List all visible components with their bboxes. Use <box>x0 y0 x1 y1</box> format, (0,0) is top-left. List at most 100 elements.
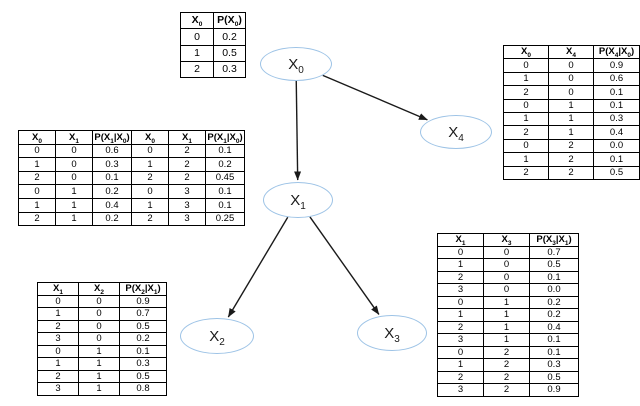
cell: 1 <box>55 184 93 199</box>
cell: 0.4 <box>92 197 132 213</box>
cell: 0.1 <box>593 98 640 113</box>
cell: 0 <box>483 245 530 259</box>
cell: 2 <box>37 369 79 383</box>
cell: 2 <box>548 152 594 167</box>
cell: 2 <box>18 211 56 227</box>
cell: 3 <box>168 197 206 213</box>
cell: 0 <box>78 294 120 308</box>
cell: 0 <box>131 184 169 199</box>
cell: 0.1 <box>119 344 167 358</box>
cell: 1 <box>483 333 530 347</box>
cell: 1 <box>37 357 79 371</box>
cell: 2 <box>180 60 214 79</box>
cell: 0.2 <box>119 332 167 346</box>
edge-X0-X4 <box>322 74 428 121</box>
cell: 0 <box>55 170 93 186</box>
cell: 0 <box>37 294 79 308</box>
cell: 0.5 <box>119 369 167 383</box>
node-x4-label: X4 <box>448 123 464 144</box>
cell: 0 <box>548 71 594 87</box>
cell: 0.4 <box>593 125 640 140</box>
col-header: X0 <box>131 130 169 145</box>
cell: 0.6 <box>92 143 132 159</box>
cell: 3 <box>437 333 484 347</box>
cell: 0.9 <box>119 294 167 308</box>
cell: 1 <box>503 71 549 87</box>
cell: 1 <box>18 197 56 213</box>
cell: 0 <box>437 245 484 259</box>
cell: 0 <box>55 157 93 172</box>
cell: 2 <box>503 165 549 180</box>
col-header: P(X1|X0) <box>205 130 245 145</box>
cell: 1 <box>78 357 120 371</box>
cell: 0.1 <box>593 152 640 167</box>
cell: 1 <box>37 307 79 321</box>
cell: 1 <box>548 111 594 127</box>
node-x2: X2 <box>180 318 254 354</box>
cell: 0.9 <box>593 58 640 73</box>
col-header: P(X3|X1) <box>529 233 579 247</box>
cell: 1 <box>78 344 120 358</box>
node-x3: X3 <box>357 315 427 351</box>
cell: 0 <box>503 58 549 73</box>
cell: 0.7 <box>119 307 167 321</box>
col-header: P(X0) <box>213 11 246 30</box>
cell: 0.3 <box>593 111 640 127</box>
cell: 2 <box>131 170 169 186</box>
node-x1-label: X1 <box>290 191 306 212</box>
cell: 2 <box>548 138 594 154</box>
cell: 0.2 <box>529 295 579 309</box>
cell: 0.5 <box>529 258 579 272</box>
cell: 0 <box>55 143 93 159</box>
cell: 2 <box>437 320 484 334</box>
cell: 0.9 <box>529 383 579 397</box>
cell: 2 <box>437 270 484 284</box>
cell: 2 <box>548 165 594 180</box>
col-header: X1 <box>437 233 484 247</box>
cell: 0.0 <box>593 138 640 154</box>
col-header: X0 <box>503 44 549 60</box>
cell: 3 <box>437 383 484 397</box>
col-header: X2 <box>78 282 120 296</box>
cell: 0.5 <box>593 165 640 180</box>
node-x4: X4 <box>420 115 492 149</box>
cell: 2 <box>483 358 530 372</box>
cell: 1 <box>503 111 549 127</box>
cell: 1 <box>483 295 530 309</box>
cell: 1 <box>483 320 530 334</box>
node-x0-label: X0 <box>288 55 304 76</box>
cell: 0 <box>78 332 120 346</box>
cell: 0.3 <box>213 60 246 79</box>
cell: 0.3 <box>119 357 167 371</box>
cell: 3 <box>37 382 79 396</box>
cell: 2 <box>483 370 530 384</box>
cell: 0.25 <box>205 211 245 227</box>
